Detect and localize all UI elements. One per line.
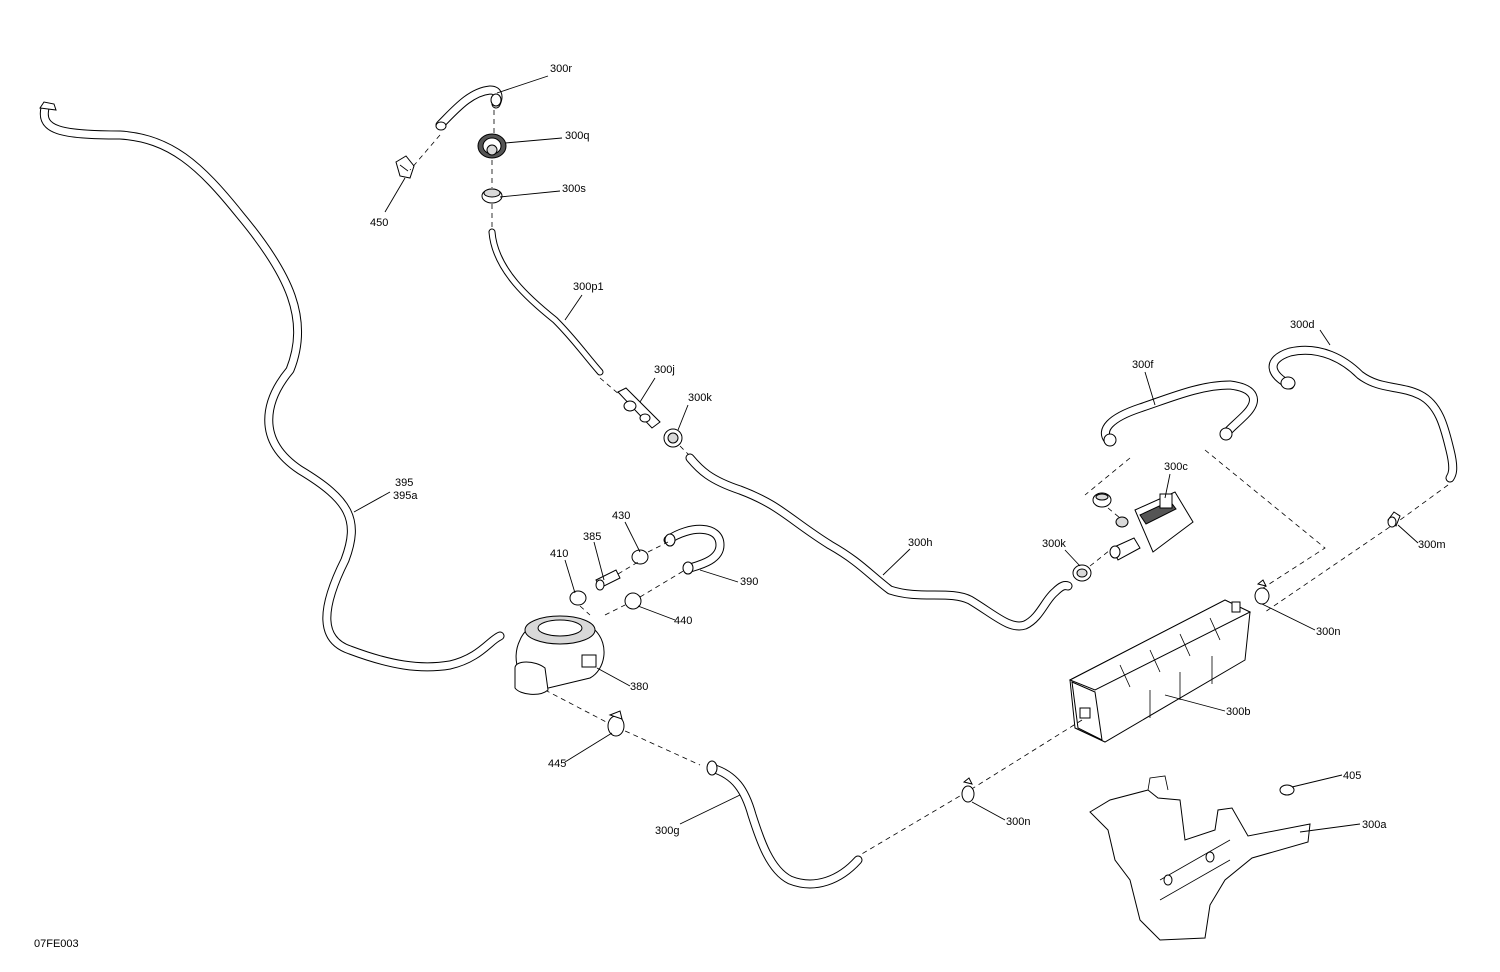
- callout-300d: 300d: [1290, 319, 1314, 331]
- clamp-300k-top: [663, 428, 683, 448]
- clamp-410: [569, 590, 587, 606]
- connector-300j: [617, 387, 661, 429]
- callout-300s: 300s: [562, 183, 586, 195]
- clamp-300m: [1387, 511, 1401, 528]
- clip-450: [395, 155, 415, 179]
- callout-300g: 300g: [655, 825, 679, 837]
- callout-380: 380: [630, 681, 648, 693]
- callout-300c: 300c: [1164, 461, 1188, 473]
- clamp-300k-mid: [1072, 564, 1092, 582]
- canister-300b: [1068, 599, 1252, 743]
- callout-300h: 300h: [908, 537, 932, 549]
- callout-450: 450: [370, 217, 388, 229]
- valve-300q: [477, 133, 507, 159]
- callout-300r: 300r: [550, 63, 572, 75]
- callout-300k-top: 300k: [688, 392, 712, 404]
- hose-395: [39, 101, 505, 672]
- callout-405: 405: [1343, 770, 1361, 782]
- callout-395a: 395a: [393, 490, 418, 502]
- callout-300k-mid: 300k: [1042, 538, 1066, 550]
- fitting-385: [595, 569, 621, 591]
- clamp-445: [607, 710, 625, 737]
- hose-300f: [1100, 380, 1258, 447]
- callout-385: 385: [583, 531, 601, 543]
- clamp-300c: [1092, 492, 1112, 508]
- clamp-300n-right: [1254, 579, 1270, 605]
- hose-300g: [706, 760, 863, 889]
- callout-430: 430: [612, 510, 630, 522]
- hose-390: [663, 524, 725, 575]
- pump-380: [514, 615, 605, 695]
- callout-390: 390: [740, 576, 758, 588]
- callout-300p1: 300p1: [573, 281, 604, 293]
- hose-300h: [685, 453, 1073, 631]
- purge-valve-300c: [1109, 491, 1194, 561]
- hose-300d: [1268, 345, 1458, 483]
- clamp-430: [631, 549, 649, 565]
- grommet-405: [1279, 784, 1295, 796]
- callout-300a: 300a: [1362, 819, 1387, 831]
- clamp-300n-bottom: [961, 777, 975, 803]
- bracket-300a: [1089, 775, 1311, 941]
- callout-395: 395: [395, 477, 413, 489]
- clamp-300s: [481, 188, 503, 204]
- callout-410: 410: [550, 548, 568, 560]
- callout-300j: 300j: [654, 364, 675, 376]
- clamp-440: [624, 592, 642, 610]
- callout-445: 445: [548, 758, 566, 770]
- callout-300f: 300f: [1132, 359, 1154, 371]
- callout-440: 440: [674, 615, 692, 627]
- diagram-reference-code: 07FE003: [34, 938, 79, 950]
- callout-300n-bottom: 300n: [1006, 816, 1030, 828]
- callout-300n-right: 300n: [1316, 626, 1340, 638]
- leader-lines: [353, 75, 1419, 833]
- callout-labels: 300r 300q 300s 450 300p1 300j 300k 300d …: [370, 63, 1446, 837]
- callout-300b: 300b: [1226, 706, 1250, 718]
- callout-300q: 300q: [565, 130, 589, 142]
- callout-300m: 300m: [1418, 539, 1446, 551]
- hose-300r: [435, 85, 503, 131]
- hose-300p1: [488, 228, 604, 376]
